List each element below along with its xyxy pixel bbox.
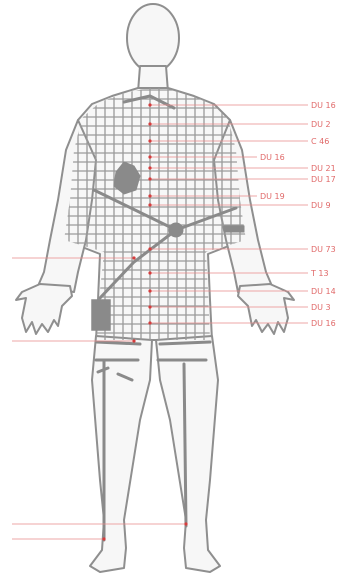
label-du14: DU 14 [311,287,336,296]
left-hand [16,284,72,334]
label-du3: DU 3 [311,303,331,312]
left-leader-shin [12,522,188,525]
left-leader-ankle [12,537,106,540]
label-du21: DU 21 [311,164,336,173]
label-du9: DU 9 [311,201,331,210]
label-du16-c: DU 16 [311,319,336,328]
right-arm [214,120,272,292]
label-du16-b: DU 16 [260,153,285,162]
right-leg [156,336,220,572]
label-du19: DU 19 [260,192,285,201]
label-du17: DU 17 [311,175,336,184]
label-du2: DU 2 [311,120,331,129]
label-du16-a: DU 16 [311,101,336,110]
label-t13: T 13 [310,269,329,278]
right-hand [238,284,294,334]
label-c46: C 46 [311,137,329,146]
head [127,4,179,72]
label-du73: DU 73 [311,245,336,254]
